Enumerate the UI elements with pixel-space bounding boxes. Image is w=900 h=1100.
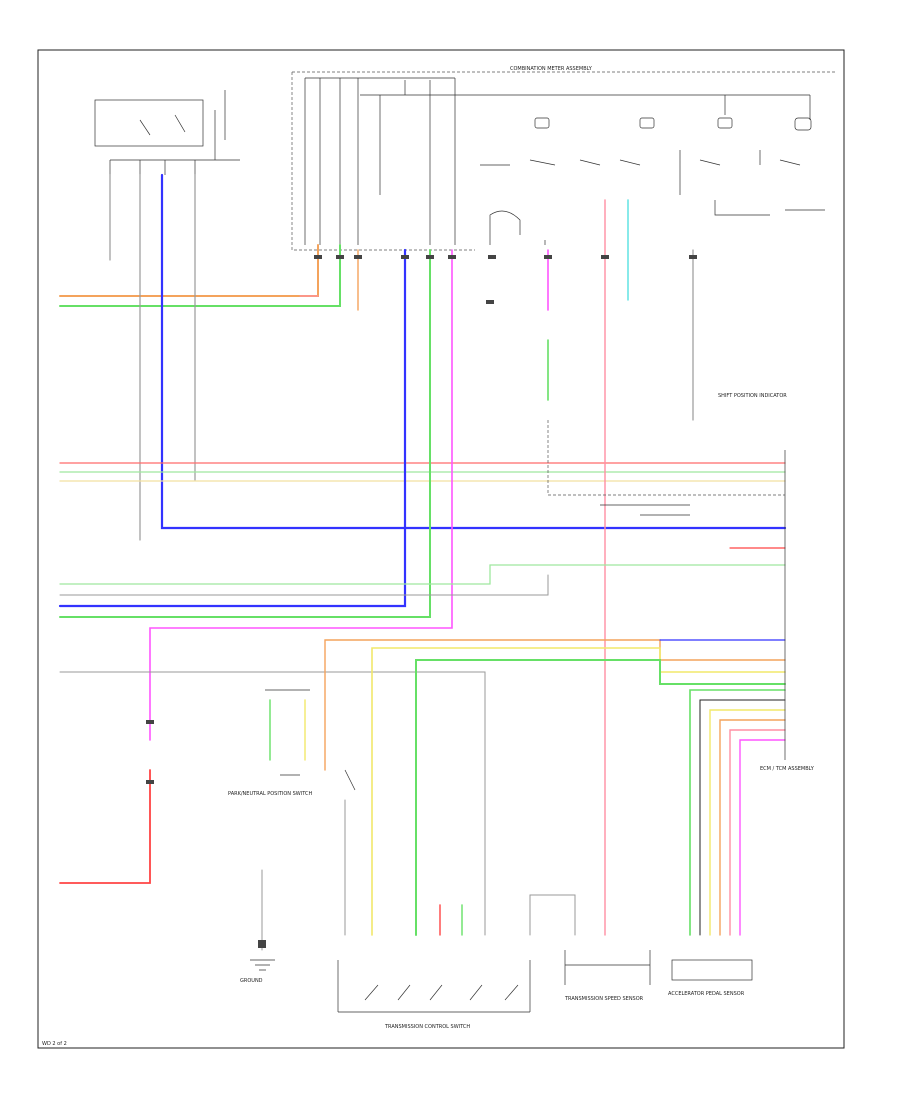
combination-meter-housing: COMBINATION METER ASSEMBLY — [291, 66, 835, 251]
wire-orange-top — [59, 244, 319, 297]
ground-label: GROUND — [240, 978, 263, 984]
diagram-frame — [37, 49, 845, 1049]
ignition-relay — [94, 90, 240, 175]
wire-magenta-meter — [149, 249, 453, 741]
wire-pedal-3 — [709, 709, 786, 936]
accelerator-pedal-sensor: ACCELERATOR PEDAL SENSOR — [668, 959, 753, 997]
wire-green-top — [59, 244, 341, 307]
wire-blue-main — [160, 173, 787, 530]
wires — [58, 173, 787, 951]
transmission-speed-sensor: TRANSMISSION SPEED SENSOR — [564, 950, 651, 1002]
pin-markers — [146, 255, 697, 948]
neutral-switch-label: PARK/NEUTRAL POSITION SWITCH — [228, 791, 312, 797]
transmission-control-switch: TRANSMISSION CONTROL SWITCH — [337, 960, 531, 1030]
tcm-connector: ECM / TCM ASSEMBLY SHIFT POSITION INDICA… — [547, 393, 815, 772]
wire-pedal-4 — [719, 719, 786, 936]
wire-gray-speed — [529, 894, 576, 936]
wire-yellow-long — [371, 647, 786, 936]
wire-blue-meter — [58, 248, 407, 608]
wire-gray-lower-b — [59, 671, 486, 936]
shift-indicator-label: SHIFT POSITION INDICATOR — [718, 393, 787, 399]
wire-pedal-5 — [729, 729, 786, 936]
meter-internals — [480, 117, 825, 245]
trans-switch-label: TRANSMISSION CONTROL SWITCH — [384, 1024, 470, 1030]
wire-gray-lower — [59, 574, 549, 596]
wire-green-long — [415, 659, 786, 936]
wire-green-lower — [59, 564, 786, 585]
ground-symbol: GROUND — [240, 959, 275, 984]
speed-sensor-label: TRANSMISSION SPEED SENSOR — [564, 996, 644, 1002]
wire-pedal-2 — [699, 699, 786, 936]
pedal-sensor-label: ACCELERATOR PEDAL SENSOR — [668, 991, 745, 997]
combination-meter-label: COMBINATION METER ASSEMBLY — [510, 66, 593, 72]
wire-pedal-6 — [739, 739, 786, 936]
park-neutral-switch: PARK/NEUTRAL POSITION SWITCH — [228, 689, 356, 797]
tcm-label: ECM / TCM ASSEMBLY — [760, 766, 815, 772]
wire-pedal-1 — [689, 689, 786, 936]
page-footer: WD 2 of 2 — [42, 1041, 67, 1047]
wire-green-meter — [59, 249, 431, 618]
wire-red-ground — [59, 769, 151, 884]
